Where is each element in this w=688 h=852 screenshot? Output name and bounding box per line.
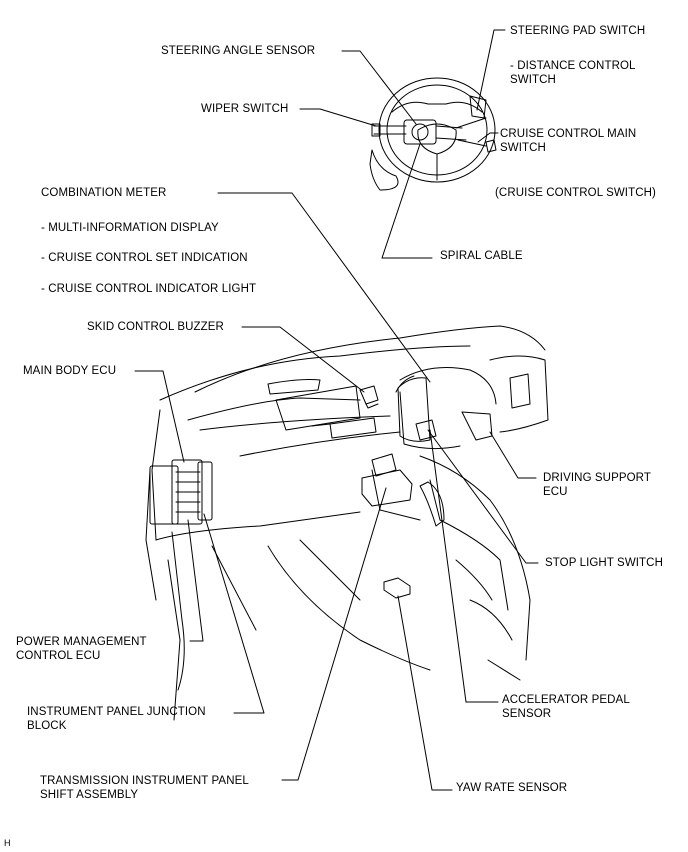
leader-cruise-main-switch — [477, 132, 499, 143]
label-cruise-control-set-indication: - CRUISE CONTROL SET INDICATION — [41, 252, 248, 264]
leader-yaw-rate-sensor — [397, 595, 453, 791]
leader-shift-assembly — [281, 487, 387, 781]
label-power-management-control-ecu-line2: CONTROL ECU — [16, 650, 101, 662]
label-distance-control-switch-line2: SWITCH — [510, 74, 556, 86]
label-stop-light-switch: STOP LIGHT SWITCH — [545, 557, 663, 569]
leader-lines — [134, 29, 539, 791]
label-yaw-rate-sensor: YAW RATE SENSOR — [456, 782, 568, 794]
leader-steering-pad-switch — [476, 29, 506, 111]
label-transmission-shift-assembly-line2: SHIFT ASSEMBLY — [40, 789, 139, 801]
label-wiper-switch: WIPER SWITCH — [201, 103, 289, 115]
label-transmission-shift-assembly: TRANSMISSION INSTRUMENT PANEL — [40, 775, 249, 787]
label-driving-support-ecu: DRIVING SUPPORT — [543, 472, 651, 484]
label-driving-support-ecu-line2: ECU — [543, 486, 568, 498]
leader-spiral-cable — [381, 143, 433, 259]
label-skid-control-buzzer: SKID CONTROL BUZZER — [87, 321, 224, 333]
leader-driving-support-ecu — [489, 431, 537, 479]
label-cruise-control-main-switch: CRUISE CONTROL MAIN — [500, 128, 637, 140]
figure-code: H — [4, 838, 11, 848]
label-distance-control-switch: - DISTANCE CONTROL — [510, 60, 636, 72]
label-multi-information-display: - MULTI-INFORMATION DISPLAY — [41, 222, 219, 234]
leader-accelerator-pedal — [429, 429, 499, 703]
label-spiral-cable: SPIRAL CABLE — [440, 250, 523, 262]
label-cruise-control-main-switch-line2: SWITCH — [500, 142, 546, 154]
label-instrument-panel-junction-block: INSTRUMENT PANEL JUNCTION — [27, 706, 206, 718]
label-instrument-panel-junction-block-line2: BLOCK — [27, 720, 67, 732]
leader-stop-light-switch — [427, 429, 539, 564]
leader-power-management-ecu — [187, 519, 204, 642]
dashboard-illustration — [145, 325, 549, 721]
component-illustrations — [149, 377, 493, 599]
leader-combination-meter — [217, 192, 431, 383]
label-main-body-ecu: MAIN BODY ECU — [23, 365, 117, 377]
leader-steering-angle-sensor — [341, 50, 417, 125]
label-cruise-control-indicator-light: - CRUISE CONTROL INDICATOR LIGHT — [41, 283, 257, 295]
leader-wiper-switch — [299, 108, 377, 127]
label-steering-angle-sensor: STEERING ANGLE SENSOR — [161, 45, 316, 57]
leader-ipjb — [203, 513, 265, 714]
leader-skid-control-buzzer — [241, 326, 365, 393]
label-accelerator-pedal-sensor-line2: SENSOR — [502, 708, 552, 720]
steering-wheel-illustration — [369, 77, 497, 191]
label-steering-pad-switch: STEERING PAD SWITCH — [510, 25, 646, 37]
label-cruise-control-switch: (CRUISE CONTROL SWITCH) — [495, 187, 656, 199]
label-combination-meter: COMBINATION METER — [41, 187, 167, 199]
label-accelerator-pedal-sensor: ACCELERATOR PEDAL — [502, 694, 630, 706]
leader-main-body-ecu — [134, 370, 185, 463]
label-power-management-control-ecu: POWER MANAGEMENT — [16, 636, 147, 648]
